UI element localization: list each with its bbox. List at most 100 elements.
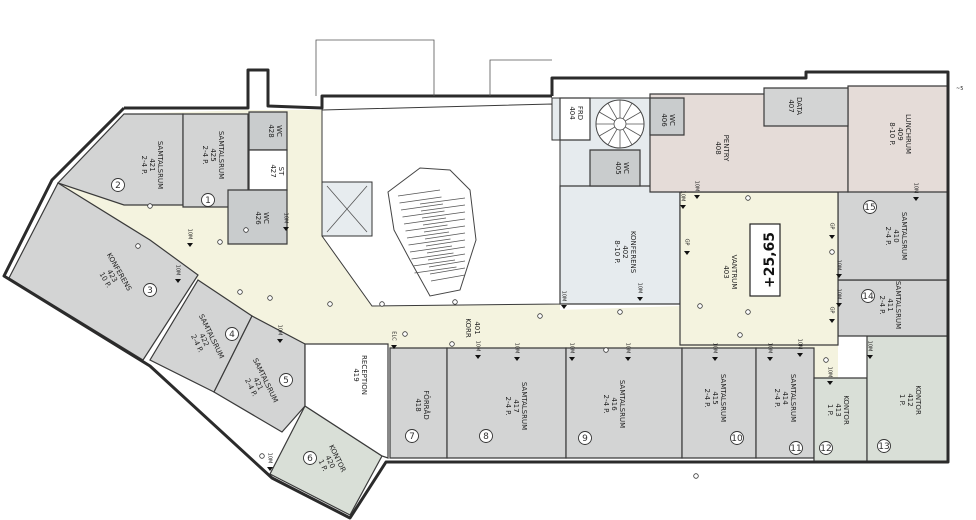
room-code: 403 — [722, 265, 730, 278]
annotation-tag: 10M — [712, 343, 718, 354]
room-number-11: 11 — [789, 441, 803, 455]
fixture-dot — [617, 309, 623, 315]
fixture-dot — [217, 239, 223, 245]
room-shape — [8, 182, 199, 361]
room-number-7: 7 — [405, 429, 419, 443]
room-code: 428 — [267, 124, 275, 137]
door-arrow — [277, 339, 283, 343]
door-arrow — [684, 251, 690, 255]
annotation-tag: 10M — [187, 229, 193, 240]
fixture-dot — [237, 289, 243, 295]
door-arrow — [712, 357, 718, 361]
room-cap: 8-10 P. — [613, 240, 621, 263]
room-shape — [589, 149, 641, 187]
room-number-10: 10 — [730, 431, 744, 445]
outer-walls — [2, 39, 950, 520]
room-number-5: 5 — [279, 373, 293, 387]
room-number-text: 4 — [229, 330, 235, 340]
room-cap: 1 P. — [898, 394, 906, 406]
room-name: PENTRY — [722, 135, 730, 163]
fixture-dot — [603, 347, 609, 353]
room-name: SAMTALSRUM — [719, 374, 727, 422]
room-code: 417 — [512, 399, 520, 412]
annotation-tag: 10M — [836, 260, 842, 271]
room-number-text: 9 — [582, 434, 588, 444]
door-arrow — [680, 205, 686, 209]
annotation-tag: GP — [829, 307, 835, 314]
room-name: SAMTALSRUM — [894, 281, 902, 329]
room-name: SAMTALSRUM — [520, 382, 528, 430]
room-name: SAMTALSRUM — [900, 212, 908, 260]
annotation-tag: ELC — [391, 331, 397, 341]
annotation-tag: 10M — [277, 325, 283, 336]
annotation-tag: 10M — [175, 265, 181, 276]
room-cap: 2-4 P. — [140, 155, 148, 174]
room-code: 427 — [269, 164, 277, 177]
room-code: 421 — [148, 158, 156, 171]
door-arrow — [767, 357, 773, 361]
room-shape — [227, 189, 288, 245]
room-name: FRD — [576, 106, 584, 120]
room-code: 426 — [254, 211, 262, 225]
fixture-dot — [147, 203, 153, 209]
annotation-tag: 10M — [836, 289, 842, 300]
room-code: 408 — [714, 141, 722, 154]
fixture-dots — [135, 195, 835, 479]
fixture-dot — [697, 303, 703, 309]
room-cap: 2-4 P. — [504, 396, 512, 415]
fixture-dot — [823, 357, 829, 363]
room-cap: 2-4 P. — [703, 388, 711, 407]
fixture-dot — [745, 309, 751, 315]
annotation-tag: 10M — [827, 367, 833, 378]
level-elevation: +25,65 — [762, 232, 778, 288]
room-code: 416 — [610, 397, 618, 411]
door-arrow — [829, 235, 835, 239]
annotation-tag: GP — [829, 223, 835, 230]
room-number-4: 4 — [225, 327, 239, 341]
fixture-dot — [259, 453, 265, 459]
room-name: KONTOR — [842, 395, 850, 425]
door-arrow — [569, 357, 575, 361]
corridor-name: KORR — [464, 318, 472, 338]
room-name: SAMTALSRUM — [618, 380, 626, 428]
room-name: VANTRUM — [730, 255, 738, 290]
fixture-dot — [267, 295, 273, 301]
room-name: KONTOR — [914, 385, 922, 415]
door-arrow — [836, 303, 842, 307]
room-name: WC — [275, 125, 283, 137]
spiral-stair — [595, 99, 645, 149]
room-shape — [213, 315, 306, 433]
room-number-text: 1 — [205, 196, 211, 206]
room-number-text: 2 — [115, 181, 121, 191]
fixture-dot — [135, 243, 141, 249]
annotation-tag: 10M — [913, 183, 919, 194]
room-shape — [763, 87, 849, 127]
room-shape — [559, 97, 591, 141]
fixture-dot — [745, 195, 751, 201]
room-code: 412 — [906, 393, 914, 406]
door-arrow — [283, 227, 289, 231]
room-number-text: 5 — [283, 376, 289, 386]
fixture-dot — [379, 301, 385, 307]
door-arrow — [267, 467, 273, 471]
corridor-label: KORR 401 — [464, 318, 481, 338]
room-number-13: 13 — [877, 439, 891, 453]
annotation-tag: GP — [684, 239, 690, 246]
room-name: RECEPTION — [360, 355, 368, 395]
door-arrow — [187, 243, 193, 247]
room-number-8: 8 — [479, 429, 493, 443]
door-arrow — [827, 381, 833, 385]
room-name: WC — [622, 162, 630, 174]
